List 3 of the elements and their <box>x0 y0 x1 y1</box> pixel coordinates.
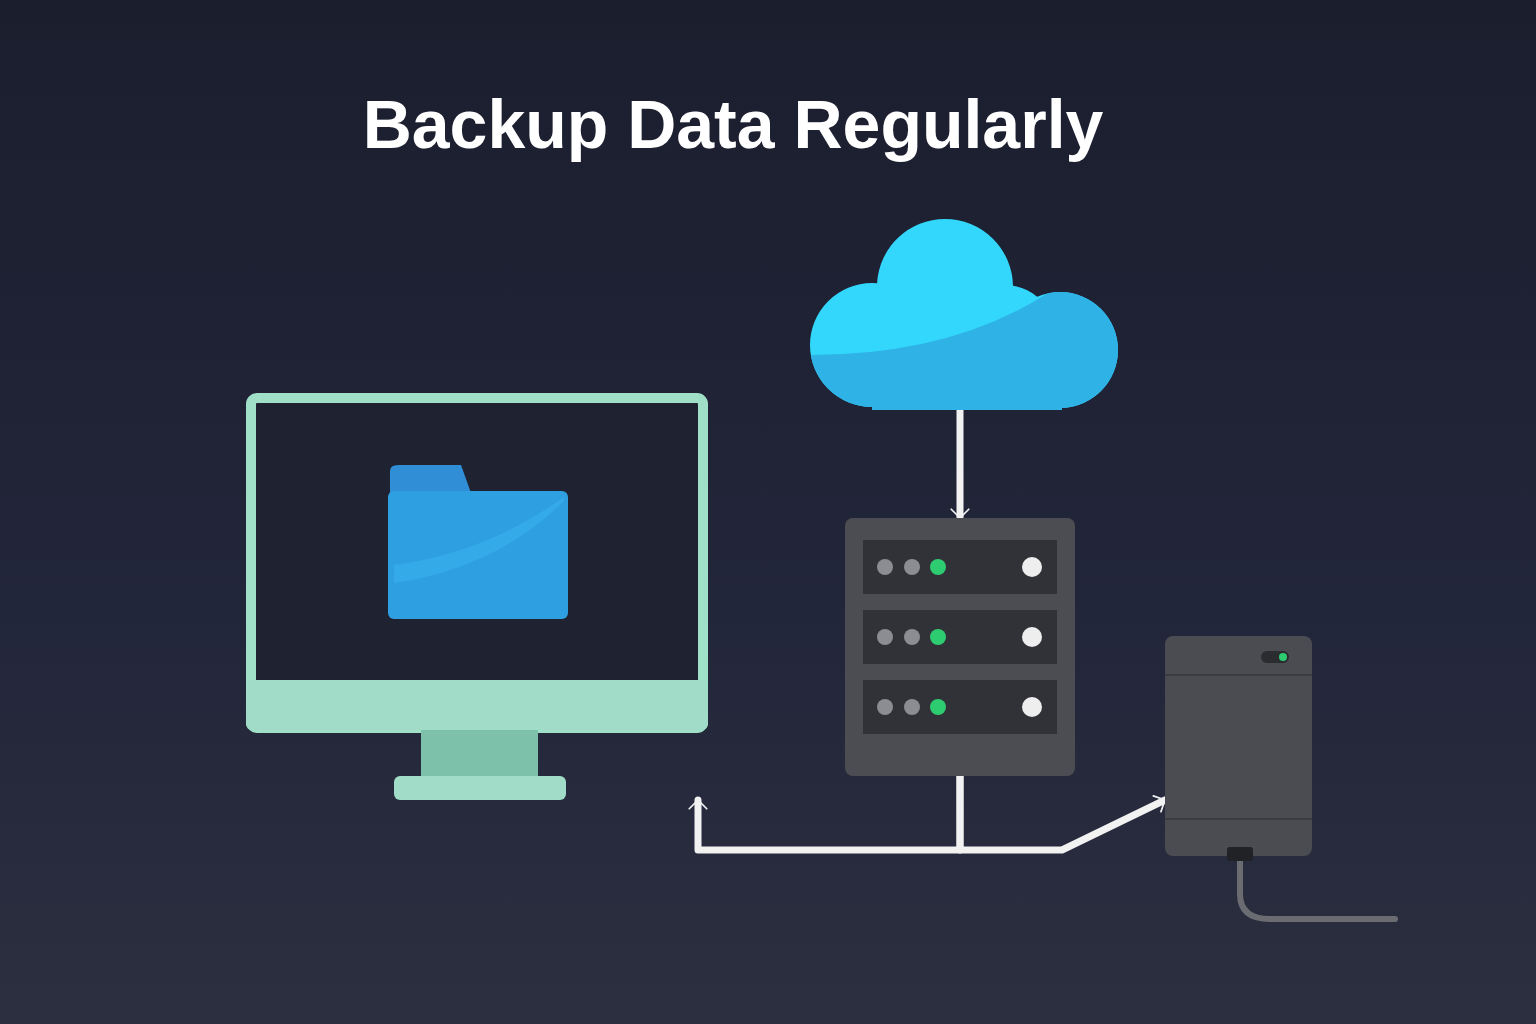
desktop-monitor-drawing <box>246 393 708 800</box>
server-rack-drawing <box>845 518 1075 776</box>
title: Backup Data Regularly <box>361 85 1105 164</box>
